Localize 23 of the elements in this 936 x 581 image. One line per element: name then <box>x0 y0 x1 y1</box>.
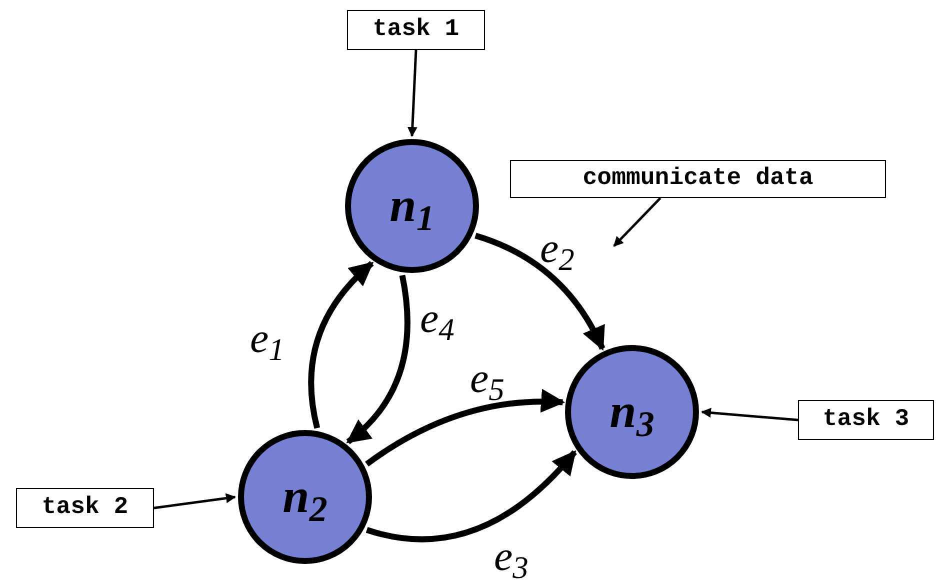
edge-label: e$_{3}$ <box>494 536 528 578</box>
node-label: n$_{1}$ <box>390 182 434 230</box>
arrow <box>308 261 374 429</box>
leader-arrow <box>613 197 662 247</box>
edge-label: e$_{4}$ <box>420 298 454 340</box>
label-box <box>798 400 934 440</box>
label-box <box>16 488 154 528</box>
task-label: task 1 <box>372 18 460 42</box>
edge-label: e$_{2}$ <box>540 228 574 270</box>
arrow <box>701 408 798 422</box>
node-label: n$_{2}$ <box>282 473 328 521</box>
arrow <box>366 450 577 542</box>
edge-label: e$_{1}$ <box>250 318 284 360</box>
arrow <box>346 274 410 444</box>
label-box <box>510 160 886 198</box>
task-label: communicate data <box>582 167 814 191</box>
task-label: task 2 <box>42 496 128 520</box>
node-label: n$_{3}$ <box>610 388 654 436</box>
task-label: task 3 <box>822 408 910 432</box>
arrow <box>407 50 418 137</box>
arrow <box>154 493 236 510</box>
label-box <box>347 10 485 50</box>
edge-label: e$_{5}$ <box>470 358 504 400</box>
